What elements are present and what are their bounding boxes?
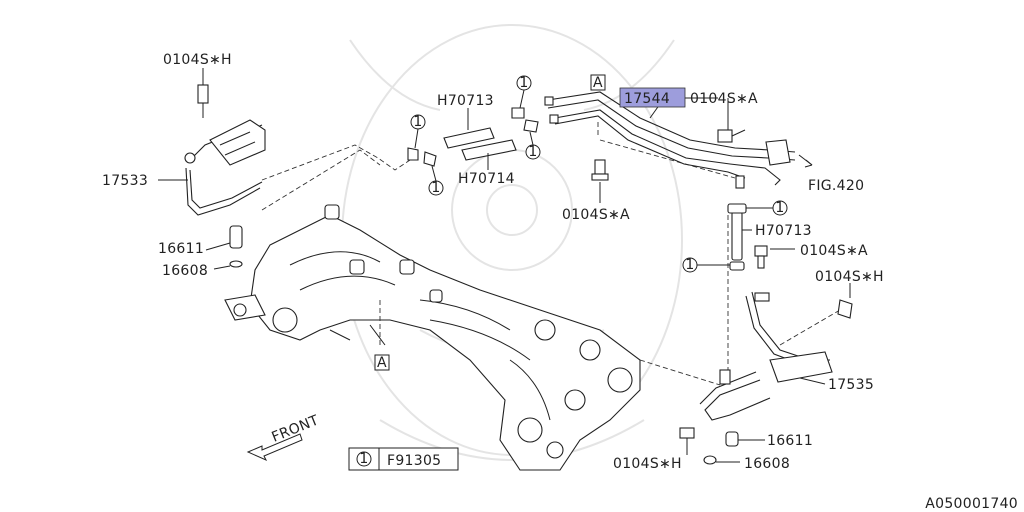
svg-text:1: 1: [431, 180, 440, 196]
label-17533[interactable]: 17533: [102, 173, 148, 189]
intake-manifold: [224, 204, 641, 471]
label-16608-right[interactable]: 16608: [744, 456, 790, 472]
circle-mark-1: 1: [410, 114, 426, 149]
svg-text:A: A: [377, 355, 387, 371]
label-bolt-a-right[interactable]: 0104S∗A: [800, 243, 868, 259]
circle-mark-3: 1: [516, 75, 532, 109]
svg-text:1: 1: [775, 200, 784, 216]
svg-text:1: 1: [519, 75, 528, 91]
label-17544-highlighted[interactable]: 17544: [619, 87, 686, 108]
label-16611-left[interactable]: 16611: [158, 241, 204, 257]
bolt-center: [591, 159, 609, 181]
fuel-pipe-17535: [699, 291, 833, 421]
bolt-top-left: [197, 84, 209, 104]
label-bolt-a-center[interactable]: 0104S∗A: [562, 207, 630, 223]
fuel-pipe-17544: [544, 91, 813, 189]
label-bolt-h-bottom[interactable]: 0104S∗H: [613, 456, 682, 472]
svg-text:1: 1: [685, 257, 694, 273]
svg-text:A: A: [593, 75, 603, 91]
circle-mark-6: 1: [682, 257, 730, 273]
circle-mark-4: 1: [525, 131, 541, 160]
front-arrow: FRONT: [246, 412, 322, 462]
label-16611-right[interactable]: 16611: [767, 433, 813, 449]
circle-mark-5: 1: [746, 200, 788, 216]
label-bolt-h-top-left[interactable]: 0104S∗H: [163, 52, 232, 68]
label-16608-left[interactable]: 16608: [162, 263, 208, 279]
bolt-right-h: [837, 299, 853, 319]
svg-text:1: 1: [413, 114, 422, 130]
label-fig-420[interactable]: FIG.420: [808, 178, 864, 194]
marker-a-bottom: A: [374, 354, 390, 371]
svg-text:FRONT: FRONT: [270, 412, 322, 445]
legend-box: 1 F91305: [348, 447, 459, 471]
svg-text:17544: 17544: [624, 91, 670, 107]
bolt-bottom: [679, 427, 695, 446]
fuel-pipe-17533: [184, 84, 266, 216]
injector-left: [229, 225, 243, 268]
leader-lines: [158, 68, 851, 463]
label-h70713-top[interactable]: H70713: [437, 93, 494, 109]
image-id-label: A050001740: [925, 496, 1018, 512]
label-h70714[interactable]: H70714: [458, 171, 515, 187]
hose-h70713-right: [727, 203, 747, 271]
marker-a-top: A: [590, 74, 606, 91]
svg-text:F91305: F91305: [387, 453, 441, 469]
circle-mark-2: 1: [428, 165, 444, 196]
svg-text:1: 1: [528, 144, 537, 160]
hose-h70714: [461, 139, 517, 161]
bolt-right: [754, 245, 768, 269]
dashed-routes: [261, 122, 841, 386]
hose-h70713-top: [443, 127, 495, 149]
clips-left: [407, 107, 539, 167]
label-bolt-h-right[interactable]: 0104S∗H: [815, 269, 884, 285]
injector-right: [703, 431, 739, 465]
label-bolt-a-top-right[interactable]: 0104S∗A: [690, 91, 758, 107]
label-17535[interactable]: 17535: [828, 377, 874, 393]
svg-text:1: 1: [359, 451, 368, 467]
bolt-top-right: [717, 129, 746, 143]
label-h70713-right[interactable]: H70713: [755, 223, 812, 239]
